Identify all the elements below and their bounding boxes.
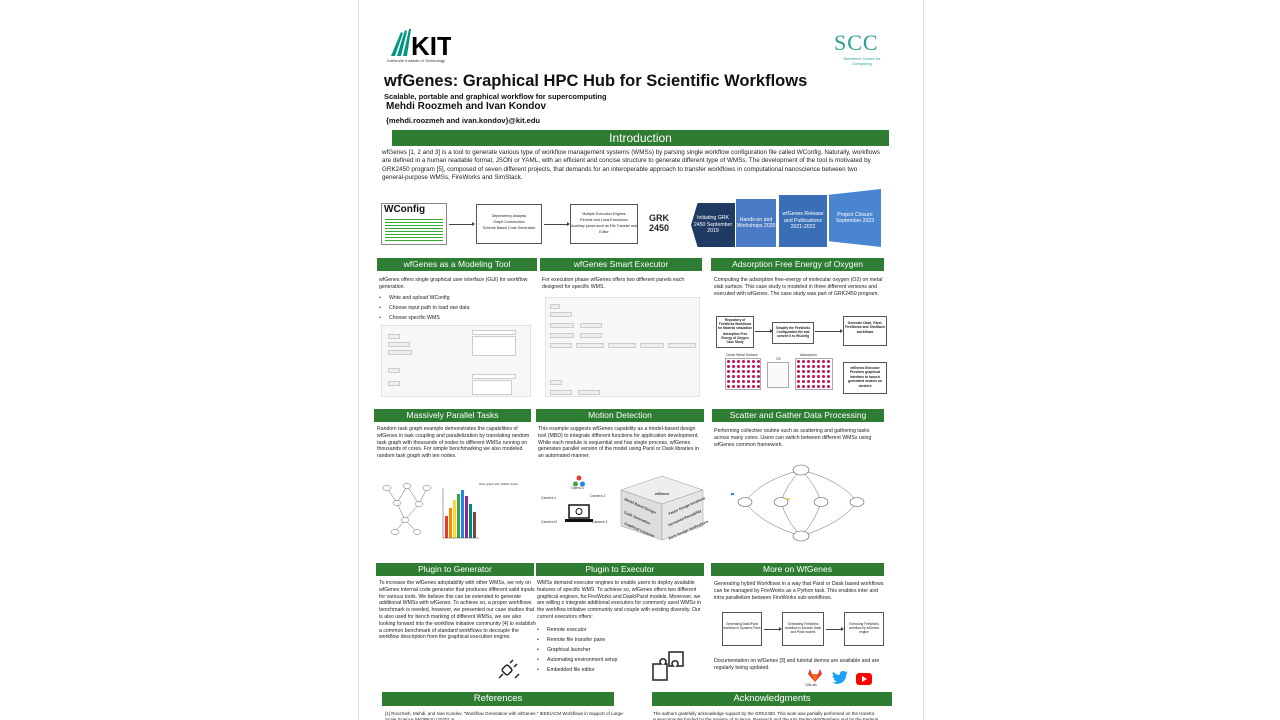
- wconfig-code-preview: [385, 217, 443, 243]
- more-flow-step-2: Generating FireWorks workflow to execute…: [782, 612, 824, 646]
- opencv-logo: [572, 474, 586, 487]
- adsorption-box-generate: Generate Dask, Parsl, FireWorks and SimS…: [843, 316, 887, 346]
- plugin-executor-bullets: Remote executor Remote file transfer pan…: [537, 625, 657, 675]
- laptop-icon: [565, 504, 593, 524]
- modeling-text: wfGenes offers single graphical user int…: [379, 277, 528, 290]
- motion-text: This example suggests wfGenes capability…: [538, 426, 699, 460]
- plugin-executor-bullet: Automating environment setup: [537, 655, 657, 665]
- authors: Mehdi Roozmeh and Ivan Kondov: [386, 101, 547, 112]
- more-arrow-1: [764, 627, 782, 631]
- more-arrow-2: [826, 627, 844, 631]
- motion-heading: Motion Detection: [536, 409, 704, 422]
- camera-label: Camera 1: [541, 496, 557, 500]
- timeline-step-1: Initiating GRK 2450 September 2019: [691, 203, 735, 247]
- twitter-icon[interactable]: [832, 671, 848, 684]
- adsorption-image-clean: Clean Metal Surface: [725, 353, 761, 390]
- parallel-task-graph: [382, 483, 432, 535]
- acknowledgments-heading: Acknowledgments: [652, 692, 892, 706]
- cube-top-label: wfGenes: [655, 492, 670, 496]
- scatter-text: Performing collective routine such as sc…: [714, 428, 872, 448]
- adsorption-box-executor: wfGenes Executor Provides graphical inte…: [843, 362, 887, 394]
- plugin-executor-bullet: Graphical launcher: [537, 645, 657, 655]
- references-text: [1] Roozmeh, Mehdi, and Ivan Kondov. "Wo…: [385, 711, 625, 720]
- more-flow-step-3: Executing FireWorks workflow by wfGenes …: [844, 612, 884, 646]
- references-heading: References: [382, 692, 614, 706]
- grk-logo: GRK 2450: [649, 213, 670, 233]
- modeling-bullet: Choose input path to load raw data: [379, 303, 539, 313]
- modeling-gui-screenshot: [381, 325, 531, 397]
- plugin-executor-bullet: Embedded file editor: [537, 665, 657, 675]
- parallel-heading: Massively Parallel Tasks: [374, 409, 531, 422]
- camera-label: Camera N: [541, 520, 557, 524]
- more-text: Generating hybrid Workflows in a way tha…: [714, 581, 884, 601]
- more-flow-step-1: Generating Dask/Parsl workflow in Dynami…: [722, 612, 762, 646]
- pipeline-box-analysis: Dependency Analysis Graph Construction S…: [476, 204, 542, 244]
- plugin-executor-heading: Plugin to Executor: [536, 563, 704, 576]
- gitlab-label: GitLab: [805, 682, 817, 687]
- introduction-text: wfGenes [1, 2 and 3] is a tool to genera…: [382, 149, 880, 182]
- poster-subtitle: Scalable, portable and graphical workflo…: [384, 92, 607, 101]
- wconfig-label: WConfig: [384, 204, 426, 215]
- parallel-text: Random task graph example demonstrates t…: [377, 426, 530, 460]
- adsorption-image-o2: O2: [767, 357, 789, 388]
- plugin-executor-bullet: Remote file transfer pane: [537, 635, 657, 645]
- generator-heading: Plugin to Generator: [376, 563, 534, 576]
- youtube-icon[interactable]: [856, 673, 872, 685]
- adsorption-box-repository: Repository of FireWorks Workflows for Ma…: [716, 316, 754, 348]
- modeling-bullet: Write and upload WConfig: [379, 293, 539, 303]
- scatter-heading: Scatter and Gather Data Processing: [712, 409, 884, 422]
- plugin-executor-text: WMSs demand executor engines to enable u…: [537, 580, 702, 620]
- executor-text: For execution phase wfGenes offers two d…: [542, 277, 685, 290]
- modeling-bullet: Choose specific WMS: [379, 313, 539, 323]
- adsorption-text: Computing the adsorption free-energy of …: [714, 277, 883, 297]
- scc-logo: SCC: [834, 30, 879, 55]
- plugin-executor-bullet: Remote executor: [537, 625, 657, 635]
- timeline-step-4: Project Closure September 2023: [829, 189, 881, 247]
- poster: KIT Karlsruhe Institute of Technology SC…: [358, 0, 924, 720]
- modeling-bullets: Write and upload WConfig Choose input pa…: [379, 293, 539, 323]
- opencv-label: OpenCV: [571, 486, 585, 490]
- camera-label: Camera 3: [592, 520, 608, 524]
- kit-subtitle: Karlsruhe Institute of Technology: [387, 58, 445, 63]
- generator-text: To increase the wfGenes adoptability wit…: [379, 580, 536, 641]
- adsorption-box-simplify: Simplify the FireWorks Configuration fil…: [772, 322, 814, 344]
- camera-label: Camera 2: [590, 494, 606, 498]
- executor-heading: wfGenes Smart Executor: [540, 258, 702, 271]
- motion-cube-diagram: [620, 475, 704, 541]
- svg-text:KIT: KIT: [411, 31, 451, 61]
- gitlab-icon[interactable]: [808, 669, 822, 682]
- pipeline-box-execution: Multiple Execution Engines Remote and Lo…: [570, 204, 638, 244]
- scc-subtitle: Steinbuch Centre for Computing: [843, 56, 881, 66]
- modeling-heading: wfGenes as a Modeling Tool: [377, 258, 537, 271]
- puzzle-icon: [652, 651, 684, 681]
- plug-icon: [498, 659, 520, 679]
- adsorption-heading: Adsorption Free Energy of Oxygen: [711, 258, 884, 271]
- parallel-benchmark-chart: [442, 488, 479, 539]
- executor-gui-screenshot: [545, 297, 700, 397]
- kit-logo: KIT: [391, 29, 451, 61]
- adsorption-arrow-2: [815, 329, 843, 333]
- more-heading: More on WfGenes: [711, 563, 884, 576]
- adsorption-image-adsorbed: Adsorption: [795, 353, 833, 390]
- scatter-gather-graph: [731, 464, 865, 542]
- parallel-chart-caption: Task graph with 10000 nodes: [479, 482, 519, 486]
- emails: {mehdi.roozmeh and ivan.kondov}@kit.edu: [386, 116, 541, 125]
- pipeline-arrow-1: [449, 222, 475, 226]
- adsorption-arrow-1: [755, 329, 773, 333]
- timeline-step-3: wfGenes Release and Publications 2021-20…: [779, 195, 827, 247]
- poster-title: wfGenes: Graphical HPC Hub for Scientifi…: [384, 72, 808, 90]
- more-docs-text: Documentation on wfGenes [3] and tutoria…: [714, 658, 880, 671]
- pipeline-arrow-2: [544, 222, 570, 226]
- introduction-heading: Introduction: [392, 130, 889, 146]
- wconfig-panel: WConfig: [381, 203, 447, 245]
- timeline-step-2: Hands-on and Workshops 2020: [736, 199, 776, 247]
- acknowledgments-text: The authors gratefully acknowledge suppo…: [653, 711, 879, 720]
